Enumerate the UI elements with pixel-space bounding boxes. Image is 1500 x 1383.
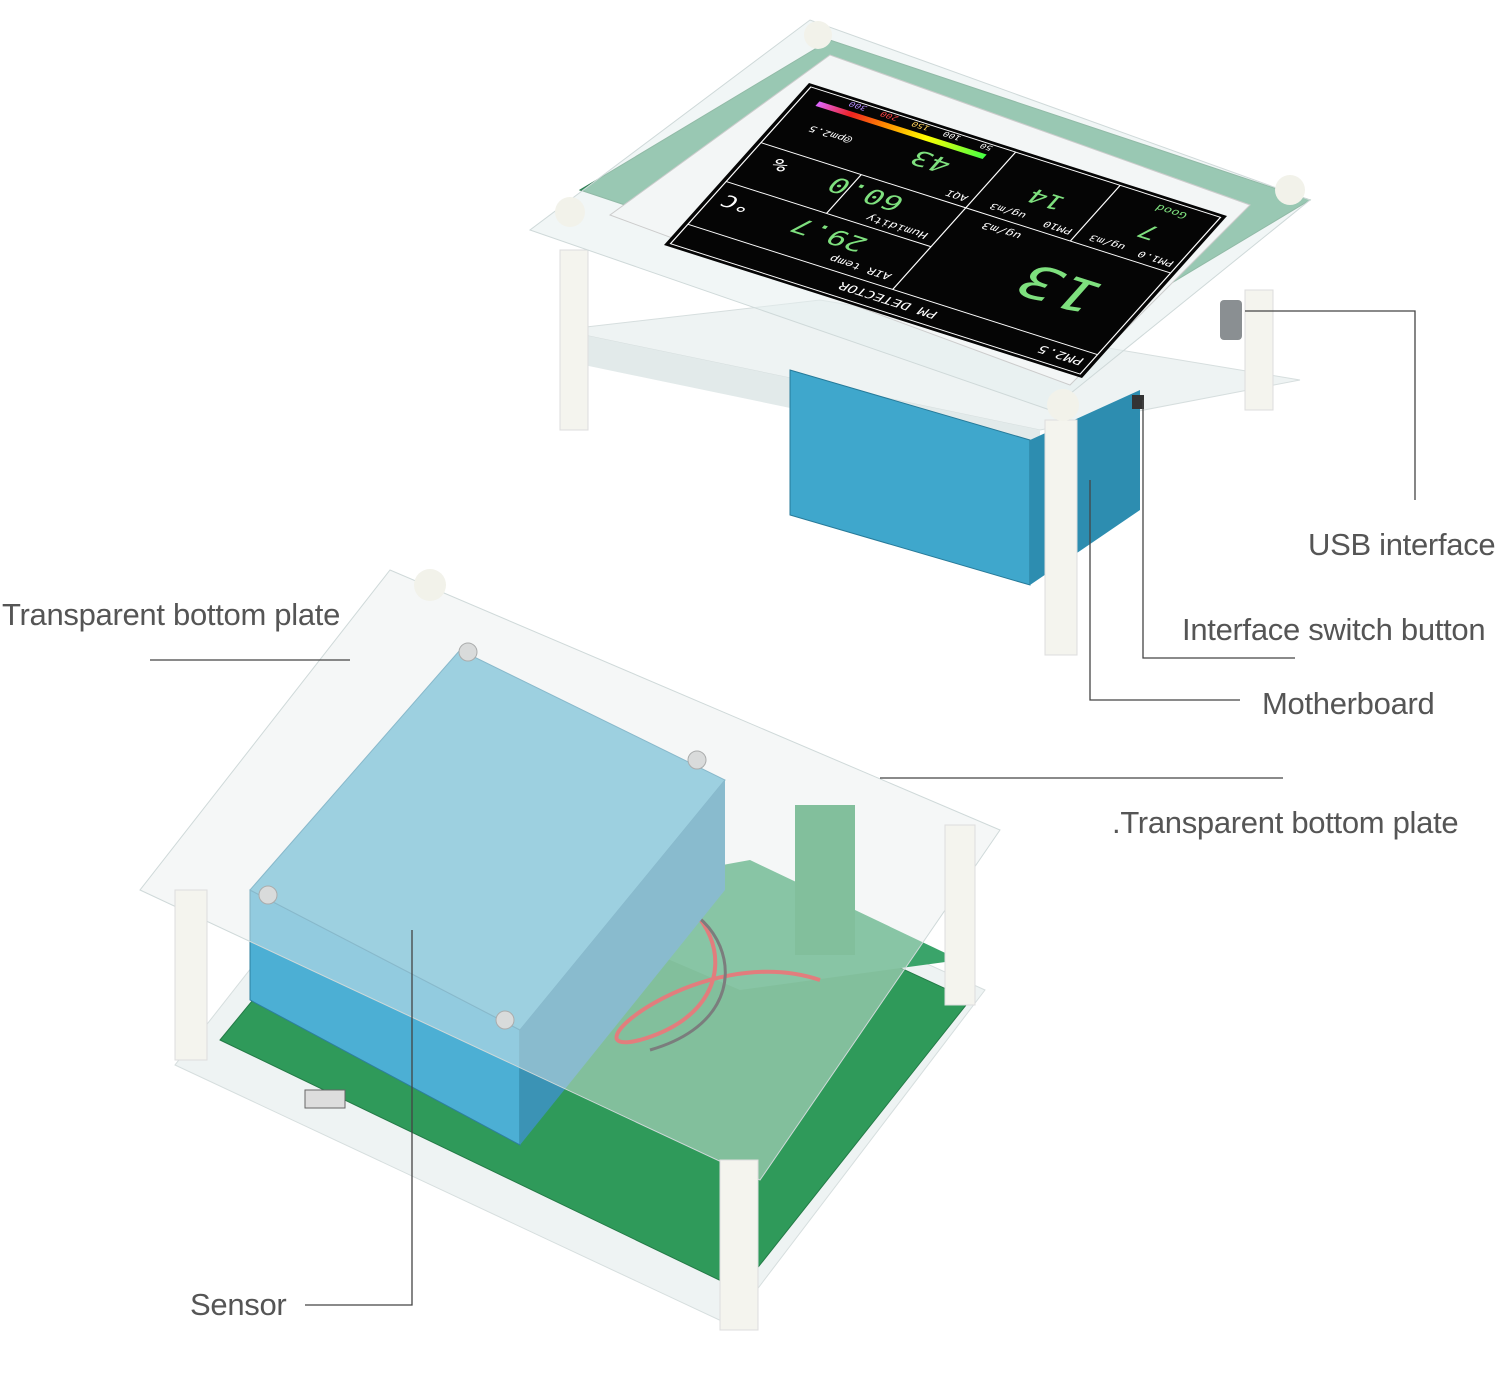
scale-tick: 100 — [941, 129, 964, 141]
interface-switch — [304, 1089, 346, 1109]
usb-interface-label: USB interface — [1308, 527, 1496, 562]
lcd-screen: PM2.5 PM DETECTOR AIR temp 29.7 °C Humid… — [664, 82, 1227, 378]
screw — [458, 642, 478, 662]
scale-tick: 200 — [879, 109, 902, 121]
small-pcb — [795, 805, 855, 955]
upper-acrylic-plate — [139, 569, 1001, 1181]
usb-leader — [1245, 310, 1416, 500]
standoff — [1044, 419, 1078, 656]
standoff — [174, 889, 208, 1061]
screw — [687, 750, 707, 770]
interface-switch-label: Interface switch button — [1182, 612, 1486, 647]
top-device: PM2.5 PM DETECTOR AIR temp 29.7 °C Humid… — [528, 19, 1312, 656]
sensor-side — [520, 780, 725, 1145]
switch-button — [1132, 395, 1144, 409]
sensor-leader — [305, 930, 413, 1306]
bottom-plate-right-label: .Transparent bottom plate — [1112, 805, 1459, 840]
scale-tick: 50 — [978, 141, 995, 151]
screw — [495, 1010, 515, 1030]
scale-tick: 300 — [847, 99, 870, 111]
bottom-plate-left-label: Transparent bottom plate — [2, 597, 341, 632]
standoff-cap — [804, 21, 832, 49]
usb-port — [1220, 300, 1242, 340]
scale-tick: 150 — [910, 119, 933, 131]
standoff — [559, 249, 589, 431]
switch-leader — [1142, 400, 1295, 659]
standoff — [1244, 289, 1274, 411]
aqi-color-bar — [815, 101, 987, 160]
bottom-device — [139, 569, 1001, 1331]
standoff-cap — [1047, 389, 1079, 421]
motherboard-leader — [1089, 480, 1240, 701]
standoff-cap — [555, 197, 585, 227]
standoff-cap — [1275, 175, 1305, 205]
leader-lines — [150, 310, 1416, 1306]
standoff — [944, 824, 976, 1006]
sensor-label: Sensor — [190, 1287, 287, 1322]
standoff — [719, 1159, 759, 1331]
standoff-cap — [414, 569, 446, 601]
screw — [258, 885, 278, 905]
motherboard-label: Motherboard — [1262, 686, 1435, 721]
